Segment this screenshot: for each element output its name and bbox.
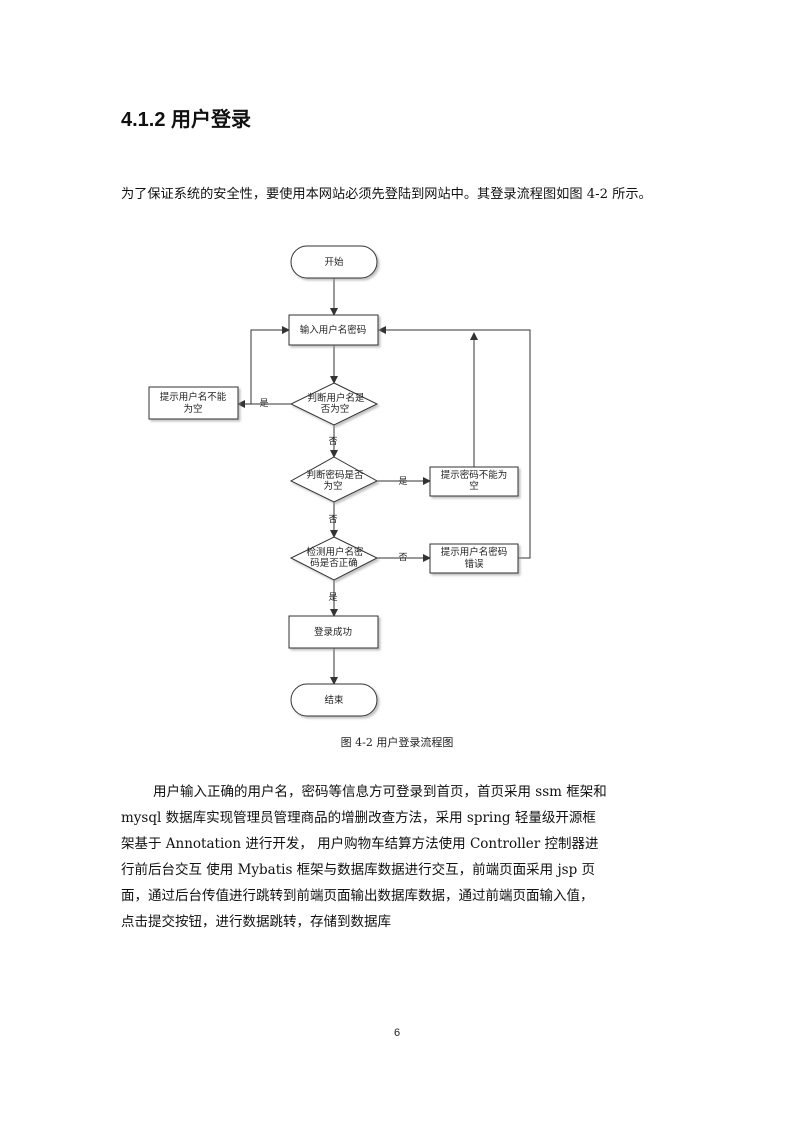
end-label: 结束	[324, 694, 344, 706]
body-paragraph: 用户输入正确的用户名，密码等信息方可登录到首页，首页采用 ssm 框架和 mys…	[121, 779, 681, 935]
verify-decision	[289, 536, 379, 581]
prompt-error-label-1: 提示用户名密码	[441, 546, 508, 558]
intro-paragraph: 为了保证系统的安全性，要使用本网站必须先登陆到网站中。其登录流程图如图 4-2 …	[121, 187, 652, 202]
prompt-password-label-2: 空	[469, 480, 479, 492]
yes-label-username: 是	[259, 398, 268, 409]
success-box	[288, 615, 379, 649]
check-username-decision	[289, 382, 379, 426]
start-label: 开始	[324, 256, 344, 268]
no-label-password: 否	[328, 514, 337, 525]
prompt-username-box	[148, 386, 239, 420]
login-flowchart: 开始 输入用户名密码 判断用户名是 否为空 提示用户名不能 为空 判断密码是否 …	[148, 245, 531, 717]
prompt-error-box	[429, 543, 519, 574]
start-terminal	[290, 245, 378, 279]
input-box	[288, 314, 379, 346]
body-line: 面，通过后台传值进行跳转到前端页面输出数据库数据，通过前端页面输入值，	[121, 888, 594, 904]
prompt-username-label-1: 提示用户名不能	[160, 391, 227, 403]
success-label: 登录成功	[314, 626, 352, 638]
check-password-label-1: 判断密码是否	[306, 469, 364, 481]
yes-label-verify: 是	[328, 592, 337, 603]
body-line: 点击提交按钮，进行数据跳转，存储到数据库	[121, 914, 391, 930]
loop-prompt-username-to-input	[250, 326, 290, 404]
no-label-verify: 否	[398, 552, 407, 563]
check-password-label-2: 为空	[323, 480, 342, 492]
prompt-error-label-2: 错误	[464, 558, 484, 570]
check-username-label-2: 否为空	[321, 403, 350, 415]
prompt-password-label-1: 提示密码不能为	[441, 469, 508, 481]
body-line: 行前后台交互 使用 Mybatis 框架与数据库数据进行交互，前端页面采用 js…	[121, 862, 596, 878]
figure-caption: 图 4-2 用户登录流程图	[340, 736, 454, 749]
page-number: 6	[393, 1027, 401, 1039]
no-label-username: 否	[328, 436, 337, 447]
verify-label-1: 检测用户名密	[306, 546, 364, 558]
prompt-username-label-2: 为空	[183, 403, 202, 415]
verify-label-2: 码是否正确	[310, 557, 358, 569]
body-line: mysql 数据库实现管理员管理商品的增删改查方法，采用 spring 轻量级开…	[121, 810, 596, 826]
loop-prompt-error-to-input	[378, 326, 531, 559]
body-line: 用户输入正确的用户名，密码等信息方可登录到首页，首页采用 ssm 框架和	[153, 784, 607, 800]
yes-label-password: 是	[398, 476, 407, 487]
prompt-password-box	[429, 466, 519, 497]
section-heading: 4.1.2 用户登录	[121, 109, 252, 131]
check-password-decision	[289, 456, 379, 503]
body-line: 架基于 Annotation 进行开发， 用户购物车结算方法使用 Control…	[121, 836, 599, 852]
input-label: 输入用户名密码	[300, 324, 367, 336]
end-terminal	[290, 683, 378, 717]
check-username-label-1: 判断用户名是	[307, 392, 365, 404]
